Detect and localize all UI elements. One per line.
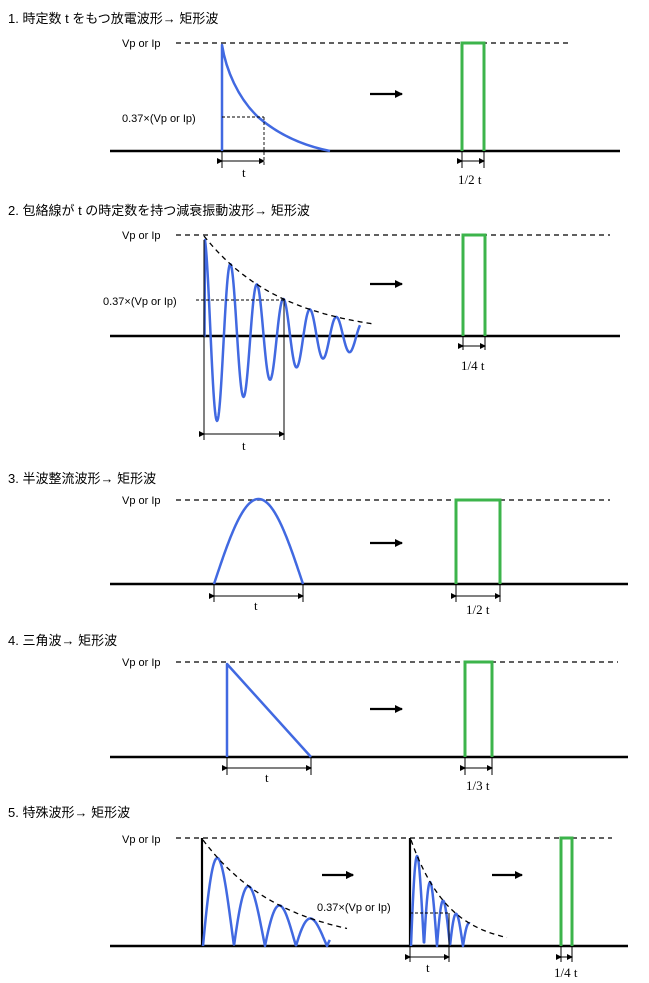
section-5-pulse-label: 1/4 t <box>554 965 578 980</box>
section-4-peak-label: Vp or Ip <box>122 657 161 669</box>
section-5-peak-label: Vp or Ip <box>122 834 161 846</box>
section-2-peak-label: Vp or Ip <box>122 230 161 242</box>
section-4-pulse-label: 1/3 t <box>466 778 490 793</box>
section-2-damped-oscillation <box>203 238 362 423</box>
section-4-interval-label: t <box>265 770 269 785</box>
section-4: 4. 三角波→ 矩形波 Vp or Ip t 1/3 t <box>8 633 628 793</box>
section-5-title: 5. 特殊波形→ 矩形波 <box>8 805 130 820</box>
section-1-discharge-waveform <box>220 43 331 153</box>
section-2-rectangle-pulse <box>461 233 487 336</box>
section-5-level-label: 0.37×(Vp or Ip) <box>317 902 391 914</box>
section-1: 1. 時定数 t をもつ放電波形→ 矩形波 Vp or Ip 0.37×(Vp … <box>8 11 620 187</box>
section-3-pulse-label: 1/2 t <box>466 602 490 617</box>
section-1-peak-label: Vp or Ip <box>122 38 161 50</box>
section-3: 3. 半波整流波形→ 矩形波 Vp or Ip t 1/2 t <box>8 471 628 617</box>
section-2: 2. 包絡線が t の時定数を持つ減衰振動波形→ 矩形波 Vp or Ip 0.… <box>8 203 620 453</box>
section-2-level-label: 0.37×(Vp or Ip) <box>103 296 177 308</box>
section-3-half-wave <box>212 497 305 585</box>
section-4-triangle-wave <box>225 662 312 758</box>
section-4-title: 4. 三角波→ 矩形波 <box>8 633 117 648</box>
section-1-title: 1. 時定数 t をもつ放電波形→ 矩形波 <box>8 11 218 26</box>
section-1-pulse-label: 1/2 t <box>458 172 482 187</box>
section-3-interval-label: t <box>254 598 258 613</box>
section-1-rectangle-pulse <box>460 41 486 151</box>
section-5-first-envelope <box>202 839 348 930</box>
section-4-rectangle-pulse <box>463 660 494 757</box>
section-3-rectangle-pulse <box>454 498 502 584</box>
section-2-title: 2. 包絡線が t の時定数を持つ減衰振動波形→ 矩形波 <box>8 203 310 218</box>
section-5-second-special-waveform <box>409 854 471 948</box>
section-3-title: 3. 半波整流波形→ 矩形波 <box>8 471 156 486</box>
section-5: 5. 特殊波形→ 矩形波 Vp or Ip 0.37×(Vp or Ip) t … <box>8 805 628 980</box>
section-5-first-special-waveform <box>201 856 331 948</box>
section-5-interval-label: t <box>426 960 430 975</box>
section-5-rectangle-pulse <box>559 836 574 946</box>
section-1-interval-label: t <box>242 165 246 180</box>
section-2-pulse-label: 1/4 t <box>461 358 485 373</box>
section-3-peak-label: Vp or Ip <box>122 495 161 507</box>
section-5-second-envelope <box>410 839 508 939</box>
section-2-envelope <box>203 235 373 325</box>
section-2-interval-label: t <box>242 438 246 453</box>
section-1-level-label: 0.37×(Vp or Ip) <box>122 113 196 125</box>
